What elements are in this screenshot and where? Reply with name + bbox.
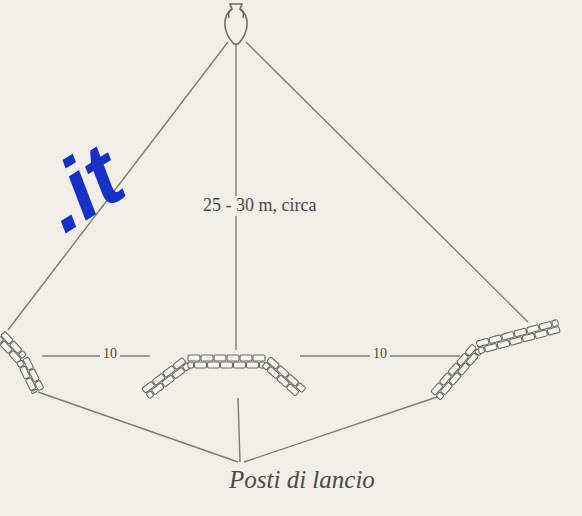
brick (449, 372, 461, 385)
brick (509, 336, 522, 345)
brick (267, 366, 280, 378)
brick (466, 353, 478, 366)
brick (277, 375, 290, 387)
brick (188, 362, 194, 368)
caption-label: Posti di lancio (226, 466, 378, 494)
sight-line (246, 42, 528, 322)
brick (286, 384, 299, 396)
brick (172, 367, 185, 379)
brick (522, 333, 535, 342)
leader-line (38, 392, 238, 462)
distance-label: 25 - 30 m, circa (200, 196, 319, 216)
amphora-body (225, 4, 247, 44)
brick (162, 375, 175, 387)
brick (552, 319, 559, 326)
brick (221, 362, 233, 368)
brick (25, 377, 36, 390)
brick (188, 355, 200, 361)
brick (253, 355, 265, 361)
leader-line (244, 396, 440, 462)
launch-posts (0, 319, 560, 399)
distance-number: 10 (370, 346, 390, 361)
amphora-handles (228, 9, 243, 18)
brick (535, 330, 548, 339)
brick (234, 362, 246, 368)
sight-lines (8, 42, 528, 462)
sight-line (8, 42, 228, 330)
brick (497, 340, 510, 349)
brick (227, 355, 239, 361)
brick (240, 355, 252, 361)
distance-number: 10 (100, 346, 120, 361)
brick (195, 362, 207, 368)
brick (547, 326, 560, 335)
brick (214, 355, 226, 361)
leader-line (238, 398, 240, 462)
brick (0, 341, 13, 354)
brick (478, 347, 485, 354)
brick (208, 362, 220, 368)
brick (457, 363, 469, 376)
brick (440, 382, 452, 395)
watermark: .it (20, 125, 143, 252)
amphora-symbol (225, 4, 247, 44)
brick (201, 355, 213, 361)
brick (20, 366, 31, 379)
distance-line (42, 355, 150, 356)
brick (247, 362, 259, 368)
brick (31, 389, 37, 394)
brick (151, 383, 164, 395)
brick (484, 343, 497, 352)
